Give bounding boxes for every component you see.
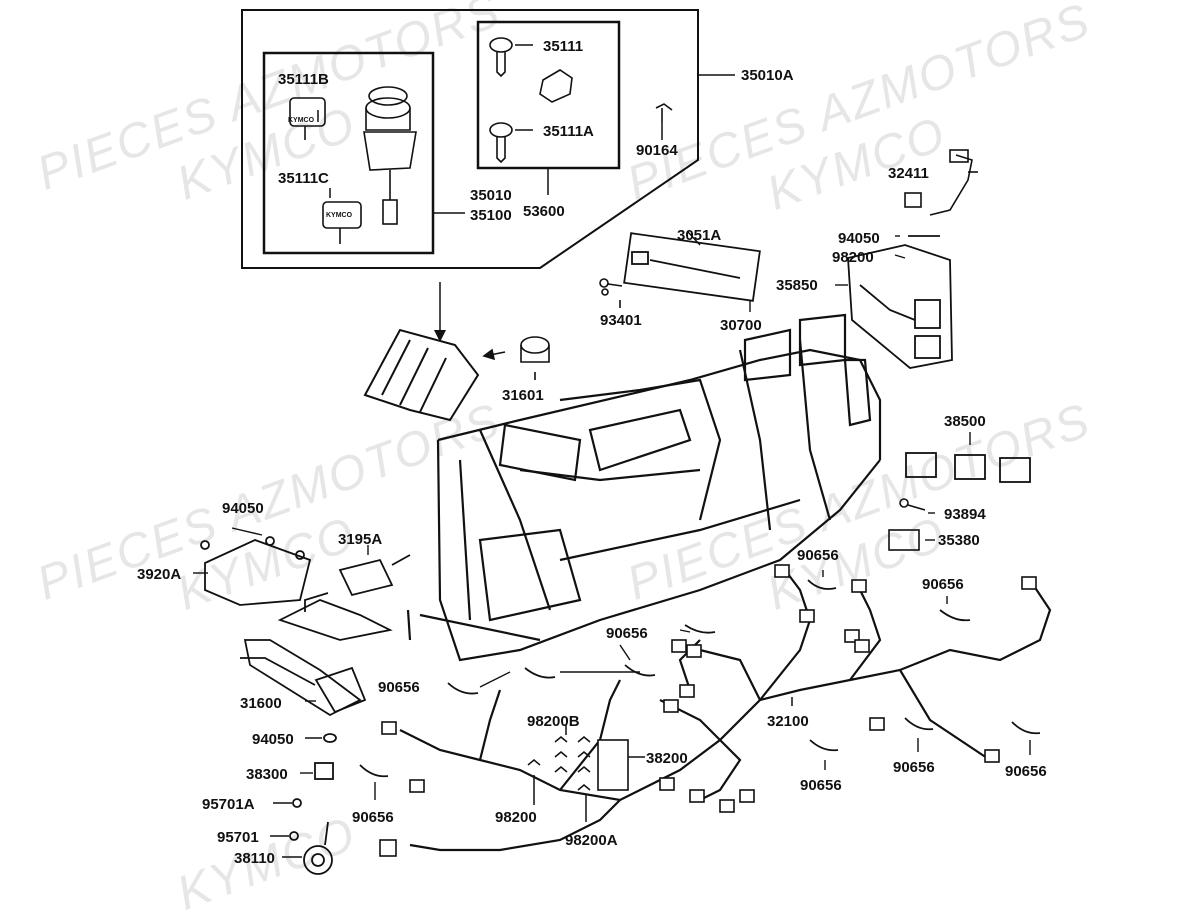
parts-diagram: PIECES AZMOTORS KYMCO PIECES AZMOTORS KY…	[30, 0, 1097, 921]
part-label-98200b: 98200B	[527, 713, 580, 730]
part-label-3051a: 3051A	[677, 227, 721, 244]
part-label-3920a: 3920A	[137, 566, 181, 583]
part-label-38500: 38500	[944, 413, 986, 430]
ignition-switch-icon	[289, 86, 417, 244]
part-label-35380: 35380	[938, 532, 980, 549]
part-label-38300: 38300	[246, 766, 288, 783]
part-label-3195a: 3195A	[338, 531, 382, 548]
diagram-canvas: KYMCO KYMCO 35111 35111A 35111B 35111C 3…	[137, 9, 1052, 875]
part-label-35111c: 35111C	[278, 170, 329, 187]
kymco-stamp: KYMCO	[326, 212, 353, 219]
key-icons	[489, 37, 673, 164]
part-label-90656: 90656	[606, 625, 648, 642]
part-label-31600: 31600	[240, 695, 282, 712]
part-label-38110: 38110	[234, 850, 275, 867]
part-label-90164: 90164	[636, 142, 678, 159]
part-label-90656: 90656	[378, 679, 420, 696]
part-label-90656: 90656	[797, 547, 839, 564]
wire-harness-icon	[399, 569, 1052, 852]
part-label-93401: 93401	[600, 312, 642, 329]
part-label-35100: 35100	[470, 207, 512, 224]
part-label-90656: 90656	[800, 777, 842, 794]
part-label-35111b: 35111B	[278, 71, 329, 88]
part-label-38200: 38200	[646, 750, 688, 767]
part-label-94050: 94050	[252, 731, 294, 748]
frame-icon	[406, 313, 882, 662]
part-label-95701a: 95701A	[202, 796, 255, 813]
part-label-98200: 98200	[832, 249, 874, 266]
part-label-90656: 90656	[1005, 763, 1047, 780]
part-label-98200: 98200	[495, 809, 537, 826]
part-label-95701: 95701	[217, 829, 259, 846]
part-label-32411: 32411	[888, 165, 929, 182]
part-label-35850: 35850	[776, 277, 818, 294]
kymco-stamp: KYMCO	[288, 117, 315, 124]
part-label-35111a: 35111A	[543, 123, 594, 140]
part-label-53600: 53600	[523, 203, 565, 220]
fender-icon	[363, 328, 480, 422]
part-label-31601: 31601	[502, 387, 544, 404]
part-label-30700: 30700	[720, 317, 762, 334]
part-label-93894: 93894	[944, 506, 986, 523]
part-label-90656: 90656	[922, 576, 964, 593]
part-label-98200a: 98200A	[565, 832, 618, 849]
part-label-32100: 32100	[767, 713, 809, 730]
part-label-94050: 94050	[222, 500, 264, 517]
part-label-35010a: 35010A	[741, 67, 794, 84]
part-label-35010: 35010	[470, 187, 512, 204]
part-label-90656: 90656	[893, 759, 935, 776]
part-label-35111: 35111	[543, 38, 583, 55]
part-label-90656: 90656	[352, 809, 394, 826]
part-label-94050: 94050	[838, 230, 880, 247]
